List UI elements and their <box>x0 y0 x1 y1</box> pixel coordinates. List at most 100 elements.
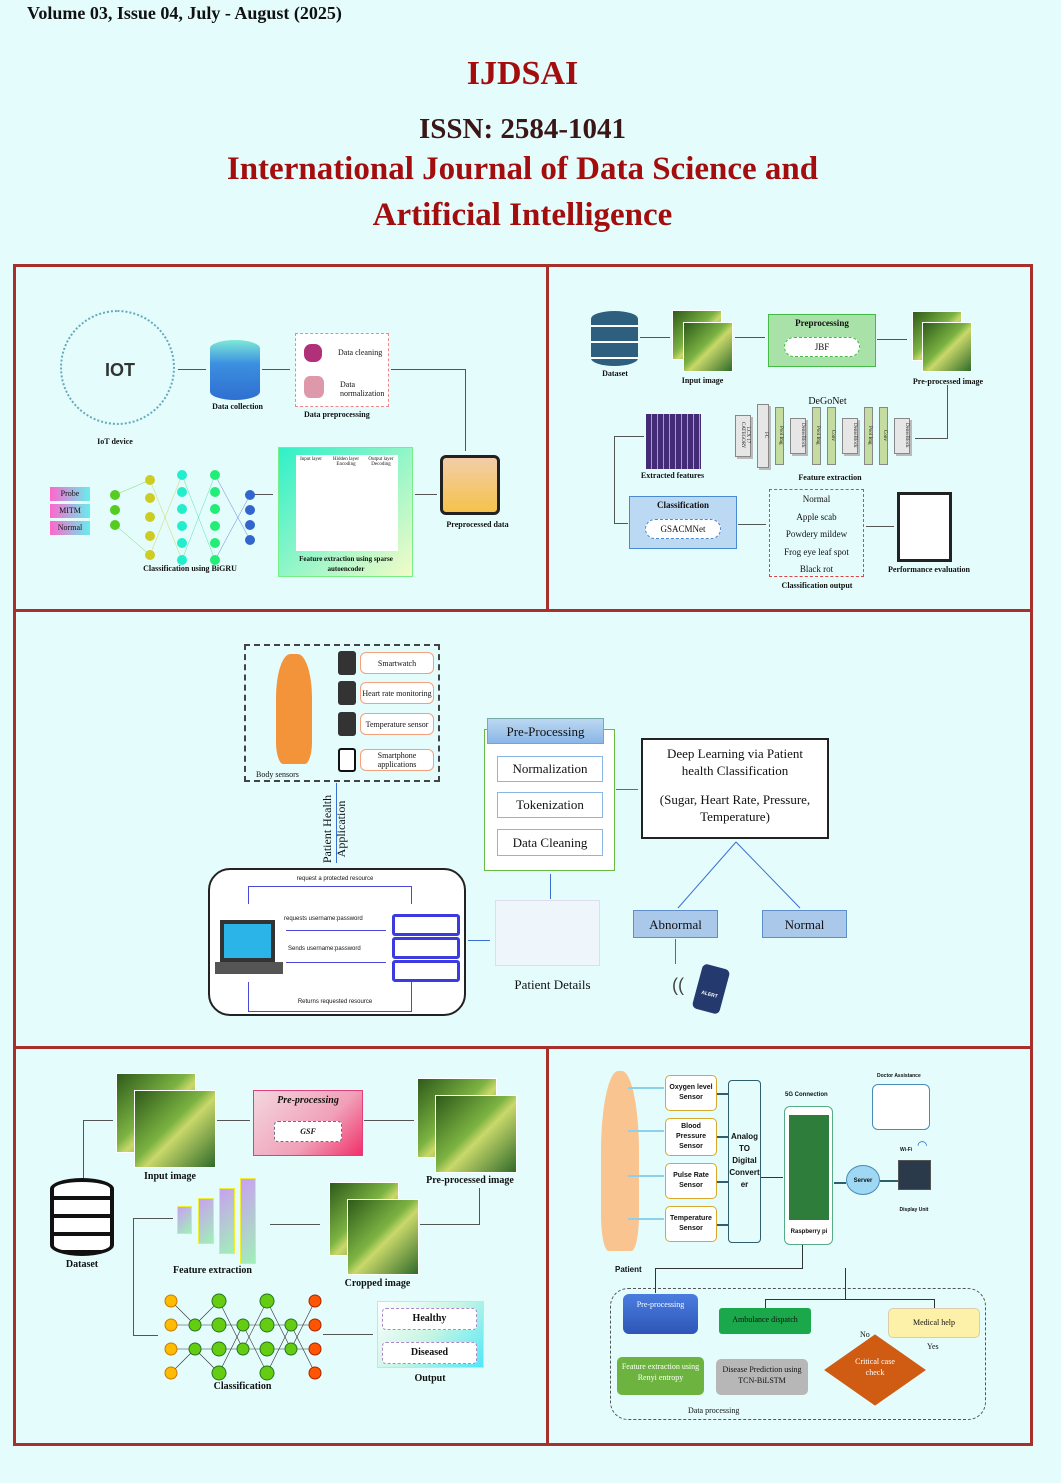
normalization-icon <box>304 376 324 398</box>
auth-request: request a protected resource <box>296 876 374 882</box>
dataset-icon <box>50 1178 114 1256</box>
laptop-icon <box>220 920 275 962</box>
output-box: Healthy Diseased <box>377 1301 484 1368</box>
data-processing-label: Data processing <box>688 1406 740 1415</box>
server-icon <box>392 914 460 936</box>
sensor-device-icon <box>338 748 356 772</box>
journal-acronym: IJDSAI <box>466 55 579 92</box>
medical-help: Medical help <box>888 1308 980 1338</box>
dataset-label: Dataset <box>65 1259 99 1270</box>
output-label: Output <box>414 1373 446 1384</box>
divider <box>13 609 1033 612</box>
sensor-device-icon <box>338 651 356 675</box>
classification-output-label: Classification output <box>781 581 853 590</box>
sensor-label: Smartwatch <box>360 652 434 674</box>
human-body-icon <box>276 654 312 764</box>
bigru-network-icon <box>110 470 255 565</box>
degonet-layer: Pool Img <box>812 406 821 465</box>
classification-output-item: Apple scab <box>796 511 837 522</box>
ae-hidden-label: Hidden layer Encoding <box>333 457 359 467</box>
sensor-label: Smartphone applications <box>360 749 434 771</box>
classification-output-item: Powdery mildew <box>785 529 848 539</box>
wifi-icon: ◠ <box>917 1138 928 1152</box>
input-image-label: Input image <box>681 376 724 385</box>
volume-issue: Volume 03, Issue 04, July - August (2025… <box>27 3 342 23</box>
abnormal-result: Abnormal <box>633 910 718 938</box>
database-icon <box>210 340 260 400</box>
journal-title-line2: Artificial Intelligence <box>372 197 673 233</box>
degonet-layer: Pool Img <box>775 406 784 465</box>
performance-evaluation-label: Performance evaluation <box>888 565 970 574</box>
gsacmnet-model: GSACMNet <box>645 519 721 539</box>
classification-output-item: Black rot <box>799 564 834 574</box>
patient-body-icon <box>601 1071 639 1251</box>
degonet-layer: Pool Img <box>864 406 873 465</box>
disease-prediction-step: Disease Prediction using TCN-BiLSTM <box>716 1359 808 1395</box>
feature-map-4 <box>240 1178 256 1264</box>
class-probe: Probe <box>50 487 90 501</box>
cleaning-icon <box>304 344 322 362</box>
raspberry-pi-box: Raspberry pi <box>784 1106 833 1245</box>
degonet-layer: LCX 17 CATEGORY <box>735 414 751 457</box>
gsf-preprocessing-box: Pre-processing GSF <box>253 1090 363 1156</box>
health-sensor-box: Temperature Sensor <box>665 1206 717 1242</box>
degonet-layer: FC <box>757 403 769 468</box>
degonet-layer: Conv <box>879 406 888 465</box>
output-healthy: Healthy <box>382 1308 477 1330</box>
data-preprocessing-box: Data cleaning Data normalization <box>295 333 389 407</box>
feature-extraction-label: Feature extraction <box>798 473 862 482</box>
input-image-label: Input image <box>144 1171 196 1182</box>
preprocessing-step: Pre-processing <box>623 1294 698 1334</box>
input-image <box>134 1090 216 1168</box>
feature-map-2 <box>198 1198 214 1244</box>
preprocessing-header: Pre-Processing <box>487 718 604 744</box>
output-diseased: Diseased <box>382 1342 477 1364</box>
app-label-line2: Application <box>334 800 348 858</box>
doctor-assistance-icon <box>872 1084 930 1130</box>
divider <box>546 1046 549 1446</box>
class-normal: Normal <box>50 521 90 535</box>
server-icon <box>392 960 460 982</box>
patient-details-label: Patient Details <box>514 977 591 992</box>
5g-connection-label: 5G Connection <box>785 1092 828 1098</box>
preprocessed-data-icon <box>440 455 500 515</box>
sensor-device-icon <box>338 712 356 736</box>
body-sensors-label: Body sensors <box>256 770 299 779</box>
step-data-cleaning: Data Cleaning <box>497 829 603 856</box>
feature-extraction-step: Feature extraction using Renyi entropy <box>617 1357 704 1395</box>
dl-title: Deep Learning via Patient health Classif… <box>666 746 804 778</box>
auth-flow-box: request a protected resource requests us… <box>208 868 466 1016</box>
sensor-label: Temperature sensor <box>360 713 434 735</box>
alert-label: ALERT <box>700 989 719 1000</box>
alert-signal-icon: (( <box>672 975 684 995</box>
preprocessed-image <box>922 322 972 372</box>
autoencoder-diagram: Input layer Hidden layer Encoding Output… <box>296 455 398 551</box>
raspberry-pi-label: Raspberry pi <box>790 1229 828 1235</box>
feature-map-3 <box>219 1188 235 1254</box>
classification-box: Classification GSACMNet <box>629 496 737 549</box>
feature-map-1 <box>177 1206 192 1234</box>
health-sensor-box: Oxygen level Sensor <box>665 1075 717 1111</box>
ambulance-dispatch: Ambulance dispatch <box>719 1308 811 1334</box>
ae-output-label: Output layer Decoding <box>368 457 394 467</box>
patient-dashboard-image <box>495 900 600 966</box>
gsf-method: GSF <box>274 1121 342 1142</box>
preprocessed-data-label: Preprocessed data <box>446 520 509 529</box>
preprocessed-image <box>435 1095 517 1173</box>
no-label: No <box>860 1330 870 1339</box>
wifi-label: Wi-Fi <box>900 1147 913 1153</box>
preprocessed-image-label: Pre-processed image <box>912 377 984 386</box>
dataset-icon <box>591 311 638 366</box>
branch-arrows <box>677 841 801 909</box>
critical-check-label: Critical case check <box>855 1357 895 1377</box>
iot-device-icon <box>60 310 175 425</box>
input-image <box>683 322 733 372</box>
auth-returns: Returns requested resource <box>297 999 373 1005</box>
deep-learning-box: Deep Learning via Patient health Classif… <box>641 738 829 839</box>
class-mitm: MITM <box>50 504 90 518</box>
extracted-features-label: Extracted features <box>640 471 705 480</box>
patient-label: Patient <box>615 1265 642 1274</box>
